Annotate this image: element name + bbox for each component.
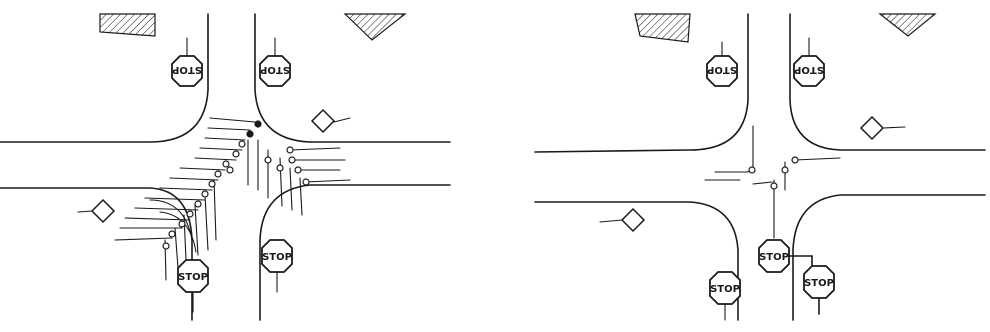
building-top-left-r: [635, 14, 690, 42]
diamond-sign-right-a: [861, 117, 905, 139]
stop-sign-label: STOP: [262, 252, 292, 263]
stop-sign-right-bottom-b: STOP: [804, 266, 834, 314]
stop-sign-left-bottom-a: STOP: [178, 260, 208, 312]
stop-sign-label: STOP: [710, 284, 740, 295]
stop-sign-right-top-a: STOP: [707, 42, 737, 86]
stop-sign-right-bottom-a: STOP: [710, 272, 740, 320]
building-top-right-r: [880, 14, 935, 36]
stop-sign-label: STOP: [707, 64, 737, 75]
stop-sign-left-bottom-b: STOP: [262, 240, 292, 292]
stop-sign-right-top-b: STOP: [794, 38, 824, 86]
stop-sign-label: STOP: [178, 272, 208, 283]
stop-sign-label: STOP: [759, 252, 789, 263]
stop-sign-label: STOP: [794, 64, 824, 75]
diamond-sign-right-b: [600, 209, 644, 231]
left-panel: STOP STOP STOP STOP: [0, 14, 450, 320]
stop-sign-label: STOP: [804, 278, 834, 289]
diamond-sign-left-a: [312, 110, 350, 132]
stop-sign-right-center: STOP: [759, 240, 812, 272]
road-edge-bottom-right-r: [793, 195, 985, 320]
building-top-left: [100, 14, 155, 36]
stop-sign-left-top-b: STOP: [260, 38, 290, 86]
stop-sign-label: STOP: [260, 64, 290, 75]
right-panel: STOP STOP STOP STOP STOP: [535, 14, 985, 320]
diamond-sign-left-b: [78, 200, 114, 222]
stop-sign-left-top-a: STOP: [172, 38, 202, 86]
stop-sign-label: STOP: [172, 64, 202, 75]
building-top-right: [345, 14, 405, 40]
